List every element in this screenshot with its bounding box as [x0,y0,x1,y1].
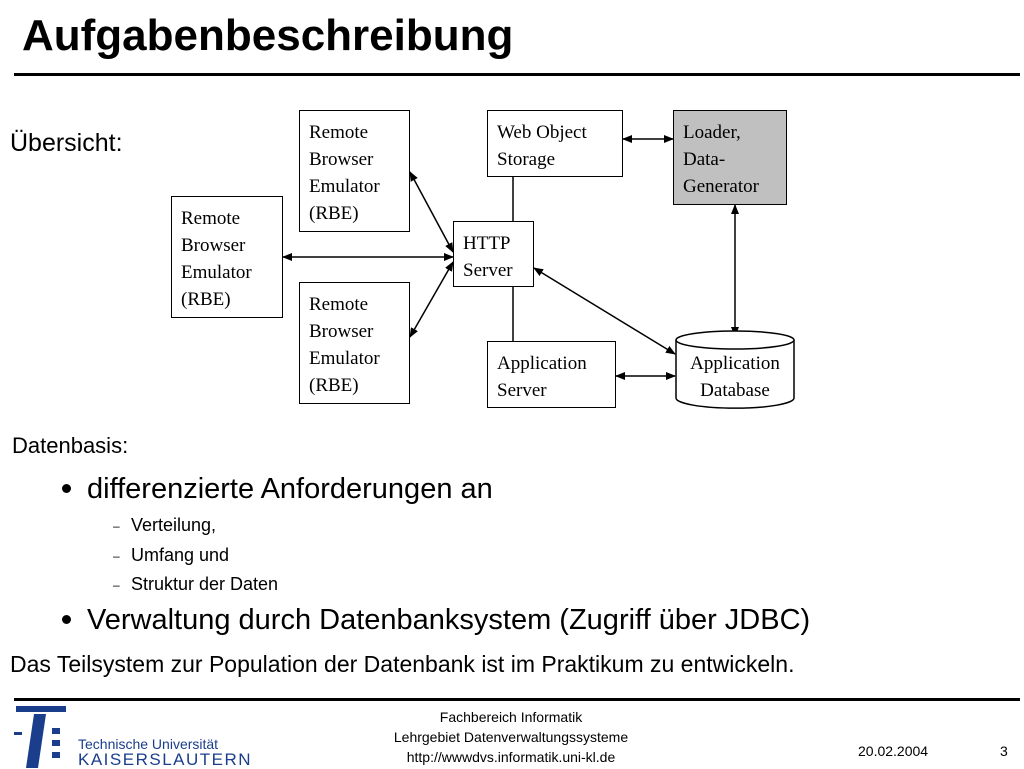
footer-rule [14,698,1020,701]
bullet-item: Verwaltung durch Datenbanksystem (Zugrif… [62,604,810,637]
page-number: 3 [1000,743,1008,759]
sub-bullet-item: –Struktur der Daten [113,574,279,594]
sub-bullet-item: –Verteilung, [113,515,217,535]
footer-department: Fachbereich Informatik [439,709,583,725]
summary-text: Das Teilsystem zur Population der Datenb… [10,651,795,677]
overview-label: Übersicht: [10,129,123,157]
dash-icon: – [113,519,120,534]
node-loader-data-generator: Loader,Data-Generator [673,110,787,205]
university-name: Technische Universität KAISERSLAUTERN [78,736,253,769]
university-logo-icon [14,706,66,768]
footer-group: Lehrgebiet Datenverwaltungssysteme [393,729,629,745]
edge-rbe-top-http [409,171,454,253]
edge-http-database [533,267,676,355]
footer-url-link[interactable]: http://wwwdvs.informatik.uni-kl.de [406,749,616,765]
bullet-dot-icon [62,483,71,493]
slide-title: Aufgabenbeschreibung [22,11,514,60]
edge-rbe-bottom-http [409,261,454,338]
database-cylinder [675,330,795,409]
footer-date: 20.02.2004 [858,743,929,759]
dash-icon: – [113,549,120,564]
dash-icon: – [113,578,120,593]
title-rule [14,73,1020,76]
bullet-item: differenzierte Anforderungen an [62,473,493,506]
bullet-dot-icon [62,614,71,624]
footer-info: Fachbereich Informatik Lehrgebiet Datenv… [330,707,692,767]
data-basis-label: Datenbasis: [12,433,129,458]
sub-bullet-item: –Umfang und [113,545,230,565]
